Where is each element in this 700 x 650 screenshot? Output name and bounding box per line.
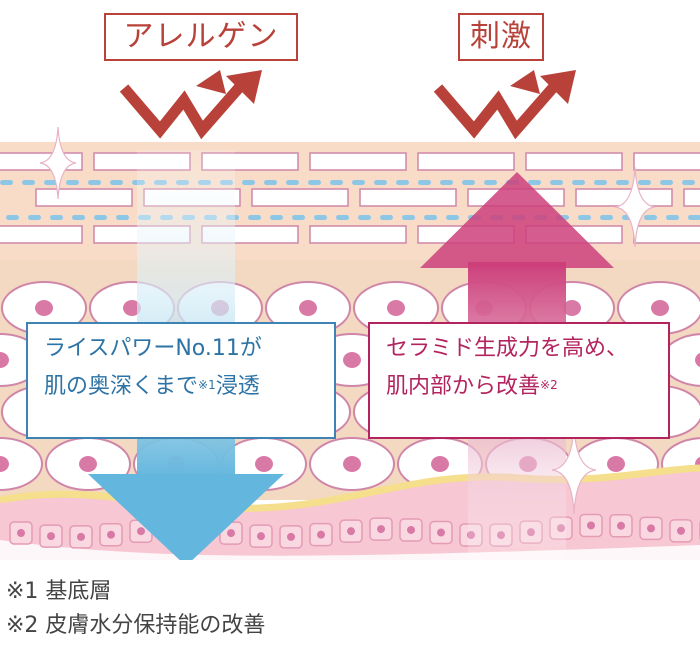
lipid-dash	[660, 180, 673, 185]
lipid-dash	[66, 180, 79, 185]
footnote-mark-2: ※2	[540, 378, 558, 392]
basal-cell	[399, 518, 423, 542]
penetration-line-1: ライスパワーNo.11が	[44, 336, 262, 361]
lipid-dash	[440, 180, 453, 185]
penetration-line-2: 肌の奥深くまで※1浸透	[44, 368, 334, 406]
lipid-dash	[688, 215, 700, 220]
lipid-dash	[572, 180, 585, 185]
basal-cell	[279, 525, 303, 549]
penetration-callout: ライスパワーNo.11が 肌の奥深くまで※1浸透	[26, 322, 336, 439]
penetration-text-tail: 浸透	[215, 374, 260, 399]
lipid-dash	[528, 180, 541, 185]
basal-cell	[339, 519, 363, 543]
skin-diagram	[0, 70, 700, 560]
lipid-dash	[270, 215, 283, 220]
lipid-dash	[116, 215, 129, 220]
lipid-dash	[0, 180, 13, 185]
sparkle-icon	[614, 166, 656, 248]
bounce-arrow-icon	[433, 70, 576, 140]
basal-cell	[669, 519, 693, 543]
lipid-dash	[638, 180, 651, 185]
lipid-dash	[402, 215, 415, 220]
allergen-label: アレルゲン	[104, 13, 298, 61]
lipid-dash	[336, 215, 349, 220]
keratin-brick	[309, 152, 407, 171]
sparkle-icon	[551, 425, 597, 515]
lipid-dash	[616, 180, 629, 185]
lipid-dash	[88, 180, 101, 185]
keratin-brick	[251, 188, 349, 207]
lipid-dash	[94, 215, 107, 220]
lipid-dash	[22, 180, 35, 185]
irritation-label: 刺激	[458, 13, 544, 61]
basal-cell	[609, 514, 633, 538]
lipid-dash	[6, 215, 19, 220]
keratin-brick	[633, 152, 700, 171]
lipid-dash	[578, 215, 591, 220]
lipid-dash	[446, 215, 459, 220]
keratin-brick	[0, 225, 83, 244]
basal-cell	[39, 524, 63, 548]
lipid-dash	[666, 215, 679, 220]
basal-cell	[369, 517, 393, 541]
lipid-dash	[374, 180, 387, 185]
sparkle-icon	[39, 126, 77, 200]
lipid-dash	[358, 215, 371, 220]
penetration-text: 肌の奥深くまで	[44, 374, 199, 399]
basal-cell	[99, 522, 123, 547]
footnote-mark-1: ※1	[198, 378, 216, 392]
lipid-dash	[396, 180, 409, 185]
basal-cell	[9, 521, 33, 545]
lipid-dash	[264, 180, 277, 185]
lipid-dash	[644, 215, 657, 220]
lipid-dash	[28, 215, 41, 220]
lipid-dash	[242, 180, 255, 185]
bounce-arrow-icon	[119, 70, 262, 140]
lipid-dash	[330, 180, 343, 185]
basal-cell	[309, 522, 333, 547]
epidermal-cell	[0, 437, 43, 491]
keratin-brick	[35, 188, 133, 207]
lipid-dash	[352, 180, 365, 185]
lipid-dash	[50, 215, 63, 220]
basal-cell	[69, 525, 93, 549]
keratin-brick	[683, 188, 700, 207]
lipid-dash	[286, 180, 299, 185]
lipid-dash	[550, 180, 563, 185]
lipid-dash	[594, 180, 607, 185]
footnote-2: ※2 皮膚水分保持能の改善	[6, 613, 266, 638]
lipid-dash	[110, 180, 123, 185]
lipid-dash	[44, 180, 57, 185]
ceramide-callout: セラミド生成力を高め、 肌内部から改善※2	[368, 322, 670, 439]
keratin-brick	[633, 225, 700, 244]
lipid-dash	[418, 180, 431, 185]
lipid-dash	[308, 180, 321, 185]
lipid-dash	[462, 180, 475, 185]
keratin-brick	[525, 152, 623, 171]
epidermal-cell	[1, 281, 87, 335]
basal-cell	[249, 524, 273, 548]
basal-cell	[639, 516, 663, 541]
lipid-dash	[292, 215, 305, 220]
lipid-dash	[682, 180, 695, 185]
keratin-brick	[417, 152, 515, 171]
ceramide-line-2: 肌内部から改善※2	[386, 368, 668, 406]
lipid-dash	[248, 215, 261, 220]
lipid-dash	[484, 180, 497, 185]
lipid-dash	[380, 215, 393, 220]
keratin-brick	[359, 188, 457, 207]
ceramide-text: 肌内部から改善	[386, 374, 541, 399]
lipid-dash	[424, 215, 437, 220]
ceramide-line-1: セラミド生成力を高め、	[386, 336, 629, 361]
epidermal-cell	[309, 437, 395, 491]
lipid-dash	[600, 215, 613, 220]
footnotes: ※1 基底層 ※2 皮膚水分保持能の改善	[6, 575, 265, 643]
lipid-dash	[314, 215, 327, 220]
basal-cell	[429, 520, 453, 545]
footnote-1: ※1 基底層	[6, 579, 112, 604]
basal-cell	[579, 513, 603, 538]
lipid-dash	[72, 215, 85, 220]
keratin-brick	[309, 225, 407, 244]
